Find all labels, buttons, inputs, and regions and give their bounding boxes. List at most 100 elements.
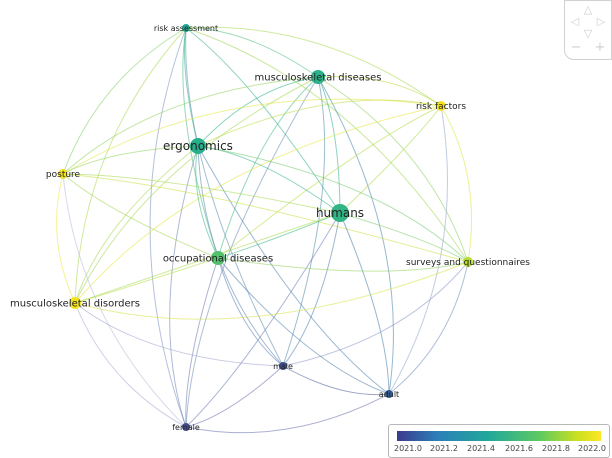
edge-ergonomics-adult bbox=[197, 145, 390, 395]
node-label-risk-assessment[interactable]: risk assessment bbox=[154, 24, 218, 33]
edge-ergonomics-female bbox=[169, 145, 199, 428]
legend-tick: 2021.0 bbox=[394, 444, 422, 453]
edge-risk-factors-musculoskeletal-disorders bbox=[74, 105, 442, 304]
edge-musculoskeletal-diseases-posture bbox=[62, 76, 319, 175]
pan-right-icon[interactable]: ▷ bbox=[596, 15, 606, 28]
edge-risk-assessment-humans bbox=[185, 27, 341, 214]
edge-humans-male bbox=[282, 212, 341, 367]
edge-humans-musculoskeletal-disorders bbox=[74, 212, 341, 304]
edge-risk-assessment-ergonomics bbox=[183, 27, 199, 147]
edge-occupational-diseases-adult bbox=[217, 257, 390, 395]
pan-up-icon[interactable]: △ bbox=[583, 3, 593, 16]
network-nodes bbox=[58, 24, 473, 431]
edge-posture-female bbox=[62, 173, 187, 428]
edge-musculoskeletal-diseases-surveys-and-questionnaires bbox=[317, 76, 469, 263]
node-label-adult[interactable]: adult bbox=[379, 390, 399, 399]
node-humans[interactable] bbox=[331, 204, 349, 222]
node-label-surveys-and-questionnaires[interactable]: surveys and questionnaires bbox=[406, 258, 530, 268]
edge-musculoskeletal-diseases-ergonomics bbox=[197, 76, 319, 147]
navigation-panel: △ ◁ ▷ ▽ − + bbox=[564, 0, 612, 60]
edge-risk-factors-ergonomics bbox=[197, 99, 442, 147]
network-labels: risk assessment musculoskeletal diseases r… bbox=[10, 24, 530, 432]
node-occupational-diseases[interactable] bbox=[211, 251, 225, 265]
edge-risk-factors-adult bbox=[388, 105, 448, 395]
node-label-risk-factors[interactable]: risk factors bbox=[416, 102, 466, 112]
edge-occupational-diseases-male bbox=[217, 257, 284, 367]
edge-musculoskeletal-diseases-adult bbox=[317, 76, 394, 395]
edge-surveys-and-questionnaires-musculoskeletal-disorders bbox=[74, 261, 469, 320]
edge-musculoskeletal-diseases-occupational-diseases bbox=[217, 76, 319, 259]
edge-ergonomics-musculoskeletal-disorders bbox=[74, 145, 199, 304]
node-adult[interactable] bbox=[385, 390, 393, 398]
zoom-in-icon[interactable]: + bbox=[594, 40, 606, 55]
edge-occupational-diseases-musculoskeletal-disorders bbox=[74, 257, 219, 304]
edge-posture-musculoskeletal-disorders bbox=[56, 173, 76, 304]
edge-risk-assessment-musculoskeletal-diseases bbox=[185, 27, 319, 78]
node-label-posture[interactable]: posture bbox=[46, 170, 81, 180]
node-label-occupational-diseases[interactable]: occupational diseases bbox=[163, 254, 273, 265]
edge-humans-adult bbox=[339, 212, 390, 395]
node-label-musculoskeletal-diseases[interactable]: musculoskeletal diseases bbox=[255, 73, 382, 84]
edge-ergonomics-surveys-and-questionnaires bbox=[197, 145, 469, 263]
edge-risk-assessment-risk-factors bbox=[185, 26, 442, 107]
edge-musculoskeletal-diseases-musculoskeletal-disorders bbox=[74, 76, 319, 304]
edge-humans-female bbox=[185, 212, 341, 428]
color-scale-legend: 2021.0 2021.2 2021.4 2021.6 2021.8 2022.… bbox=[388, 424, 610, 458]
edge-risk-assessment-occupational-diseases bbox=[182, 27, 219, 259]
node-musculoskeletal-diseases[interactable] bbox=[311, 70, 325, 84]
edge-ergonomics-occupational-diseases bbox=[195, 145, 219, 259]
edge-risk-factors-posture bbox=[62, 98, 442, 175]
network-edges bbox=[56, 26, 473, 434]
edge-occupational-diseases-surveys-and-questionnaires bbox=[217, 257, 469, 272]
node-label-ergonomics[interactable]: ergonomics bbox=[163, 139, 233, 153]
node-label-female[interactable]: female bbox=[172, 423, 200, 432]
node-label-humans[interactable]: humans bbox=[316, 206, 364, 220]
node-posture[interactable] bbox=[58, 169, 68, 179]
edge-risk-factors-humans bbox=[339, 105, 442, 214]
legend-tick: 2022.0 bbox=[578, 444, 606, 453]
pan-down-icon[interactable]: ▽ bbox=[583, 27, 593, 40]
node-surveys-and-questionnaires[interactable] bbox=[463, 257, 473, 267]
edge-ergonomics-male bbox=[197, 145, 284, 367]
edge-posture-surveys-and-questionnaires bbox=[62, 173, 469, 263]
edge-humans-surveys-and-questionnaires bbox=[339, 212, 469, 263]
edge-ergonomics-posture bbox=[62, 145, 199, 175]
edge-risk-assessment-posture bbox=[62, 27, 187, 175]
edge-posture-humans bbox=[62, 173, 341, 214]
node-musculoskeletal-disorders[interactable] bbox=[69, 297, 81, 309]
edge-musculoskeletal-diseases-risk-factors bbox=[317, 75, 442, 107]
legend-tick: 2021.8 bbox=[542, 444, 570, 453]
node-male[interactable] bbox=[279, 362, 287, 370]
node-label-male[interactable]: male bbox=[273, 362, 293, 371]
node-risk-assessment[interactable] bbox=[182, 24, 190, 32]
node-label-musculoskeletal-disorders[interactable]: musculoskeletal disorders bbox=[10, 299, 140, 310]
edge-risk-assessment-male bbox=[185, 27, 284, 367]
node-female[interactable] bbox=[182, 423, 190, 431]
legend-tick: 2021.2 bbox=[430, 444, 458, 453]
edge-surveys-and-questionnaires-male bbox=[282, 261, 469, 367]
color-scale-bar bbox=[397, 431, 601, 441]
edge-posture-occupational-diseases bbox=[62, 173, 219, 259]
edge-risk-assessment-female bbox=[149, 27, 187, 428]
edge-risk-factors-surveys-and-questionnaires bbox=[440, 105, 473, 263]
edge-occupational-diseases-female bbox=[185, 257, 219, 428]
edge-male-adult bbox=[282, 365, 390, 396]
legend-tick: 2021.6 bbox=[505, 444, 533, 453]
legend-tick: 2021.4 bbox=[467, 444, 495, 453]
edge-surveys-and-questionnaires-adult bbox=[388, 261, 469, 395]
zoom-out-icon[interactable]: − bbox=[570, 40, 582, 55]
edge-musculoskeletal-diseases-humans bbox=[317, 76, 341, 214]
node-ergonomics[interactable] bbox=[190, 138, 206, 154]
edge-humans-occupational-diseases bbox=[217, 212, 341, 259]
edge-ergonomics-humans bbox=[197, 145, 341, 214]
edge-musculoskeletal-disorders-female bbox=[74, 302, 187, 428]
edge-risk-assessment-musculoskeletal-disorders bbox=[74, 27, 187, 304]
edge-musculoskeletal-diseases-male bbox=[282, 76, 326, 367]
edge-adult-female bbox=[185, 393, 390, 434]
pan-left-icon[interactable]: ◁ bbox=[570, 15, 580, 28]
edge-male-female bbox=[185, 365, 284, 428]
edge-risk-assessment-surveys-and-questionnaires bbox=[185, 27, 469, 263]
node-risk-factors[interactable] bbox=[436, 101, 446, 111]
edge-risk-factors-occupational-diseases bbox=[217, 105, 442, 259]
